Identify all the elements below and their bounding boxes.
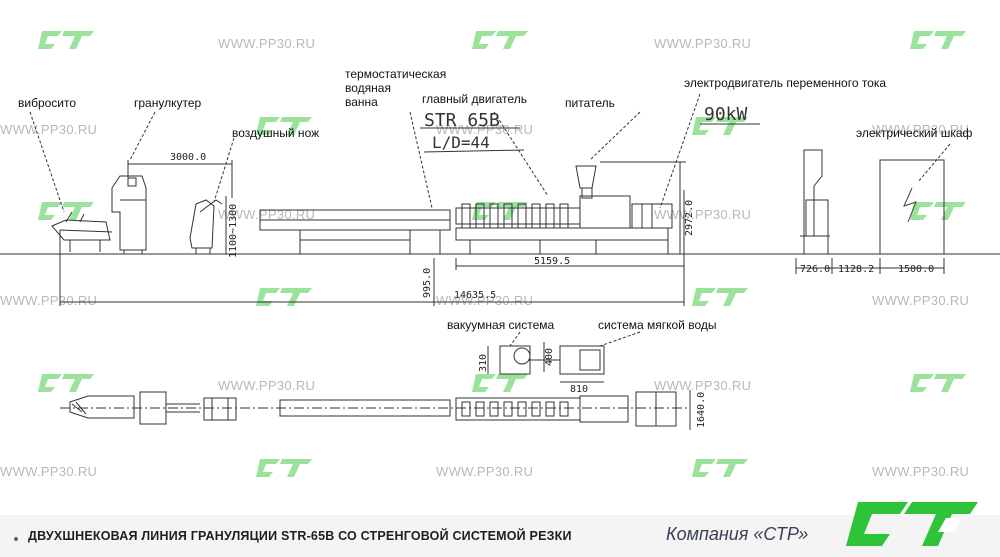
label-vacuum-system: вакуумная система (447, 318, 555, 332)
watermark-logo (256, 117, 312, 135)
watermark-url: WWW.PP30.RU (872, 293, 970, 308)
dim-1640: 1640.0 (696, 392, 707, 428)
watermark-url: WWW.PP30.RU (654, 378, 752, 393)
dim-2972: 2972.0 (684, 200, 695, 236)
label-thermo-bath-2: водяная (345, 81, 391, 95)
watermark-logo (910, 31, 966, 49)
watermark-logo (472, 202, 528, 220)
watermark-url: WWW.PP30.RU (218, 378, 316, 393)
watermark-logo (692, 459, 748, 477)
watermark-logo (910, 202, 966, 220)
dim-995: 995.0 (422, 268, 433, 298)
watermark-url: WWW.PP30.RU (0, 464, 98, 479)
dim-14635: 14635.5 (454, 290, 496, 301)
watermark-url: WWW.PP30.RU (0, 293, 98, 308)
watermark-logo (910, 374, 966, 392)
watermark-url: WWW.PP30.RU (654, 36, 752, 51)
label-vibrosito: вибросито (18, 96, 77, 110)
watermark-url: WWW.PP30.RU (218, 36, 316, 51)
model-mark: STR 65B (424, 110, 500, 131)
dim-810: 810 (570, 384, 588, 395)
label-granulkuter: гранулкутер (134, 96, 202, 110)
footer-caption: ДВУХШНЕКОВАЯ ЛИНИЯ ГРАНУЛЯЦИИ STR-65B СО… (28, 529, 572, 543)
watermark-url: WWW.PP30.RU (0, 122, 98, 137)
dim-400: 400 (544, 348, 555, 366)
dim-726: 726.0 (800, 264, 830, 275)
line-drawing: 3000.0 1100~1300 5159.5 2972.0 995.0 146… (0, 93, 1000, 430)
watermark-url: WWW.PP30.RU (436, 122, 534, 137)
watermark-url: WWW.PP30.RU (218, 207, 316, 222)
watermark-url: WWW.PP30.RU (872, 464, 970, 479)
dim-310: 310 (478, 354, 489, 372)
watermark-logo (38, 31, 94, 49)
footer-bar: ДВУХШНЕКОВАЯ ЛИНИЯ ГРАНУЛЯЦИИ STR-65B СО… (0, 515, 1000, 557)
label-pitatel: питатель (565, 96, 615, 110)
label-thermo-bath-3: ванна (345, 95, 378, 109)
label-vozdushny-nozh: воздушный нож (232, 126, 320, 140)
watermark-logo (472, 374, 528, 392)
footer-company-name: Компания «СТР» (666, 524, 809, 544)
watermark-logo (692, 288, 748, 306)
watermark-logo (38, 202, 94, 220)
watermark-url: WWW.PP30.RU (872, 122, 970, 137)
dim-1500: 1500.0 (898, 264, 934, 275)
label-main-motor: главный двигатель (422, 92, 527, 106)
label-soft-water: система мягкой воды (598, 318, 717, 332)
watermark-url: WWW.PP30.RU (436, 293, 534, 308)
watermark-url: WWW.PP30.RU (436, 464, 534, 479)
footer-bullet (14, 537, 18, 541)
equipment-layout-drawing: WWW.PP30.RU WWW.PP30.RU WWW.PP30.RU WWW.… (0, 31, 1000, 479)
dim-3000: 3000.0 (170, 152, 206, 163)
label-ac-motor: электродвигатель переменного тока (684, 76, 887, 90)
watermark-logo (38, 374, 94, 392)
watermark-url: WWW.PP30.RU (654, 207, 752, 222)
label-el-shkaf: электрический шкаф (856, 126, 973, 140)
watermark-logo (692, 117, 748, 135)
watermark-logo (256, 459, 312, 477)
dim-1100-1300: 1100~1300 (228, 204, 239, 258)
company-logo (846, 502, 978, 546)
dim-5159: 5159.5 (534, 256, 570, 267)
dim-1128: 1128.2 (838, 264, 874, 275)
watermark-logo (472, 31, 528, 49)
ld-mark: L/D=44 (432, 133, 490, 152)
power-mark: 90kW (704, 104, 748, 125)
label-thermo-bath-1: термостатическая (345, 67, 447, 81)
